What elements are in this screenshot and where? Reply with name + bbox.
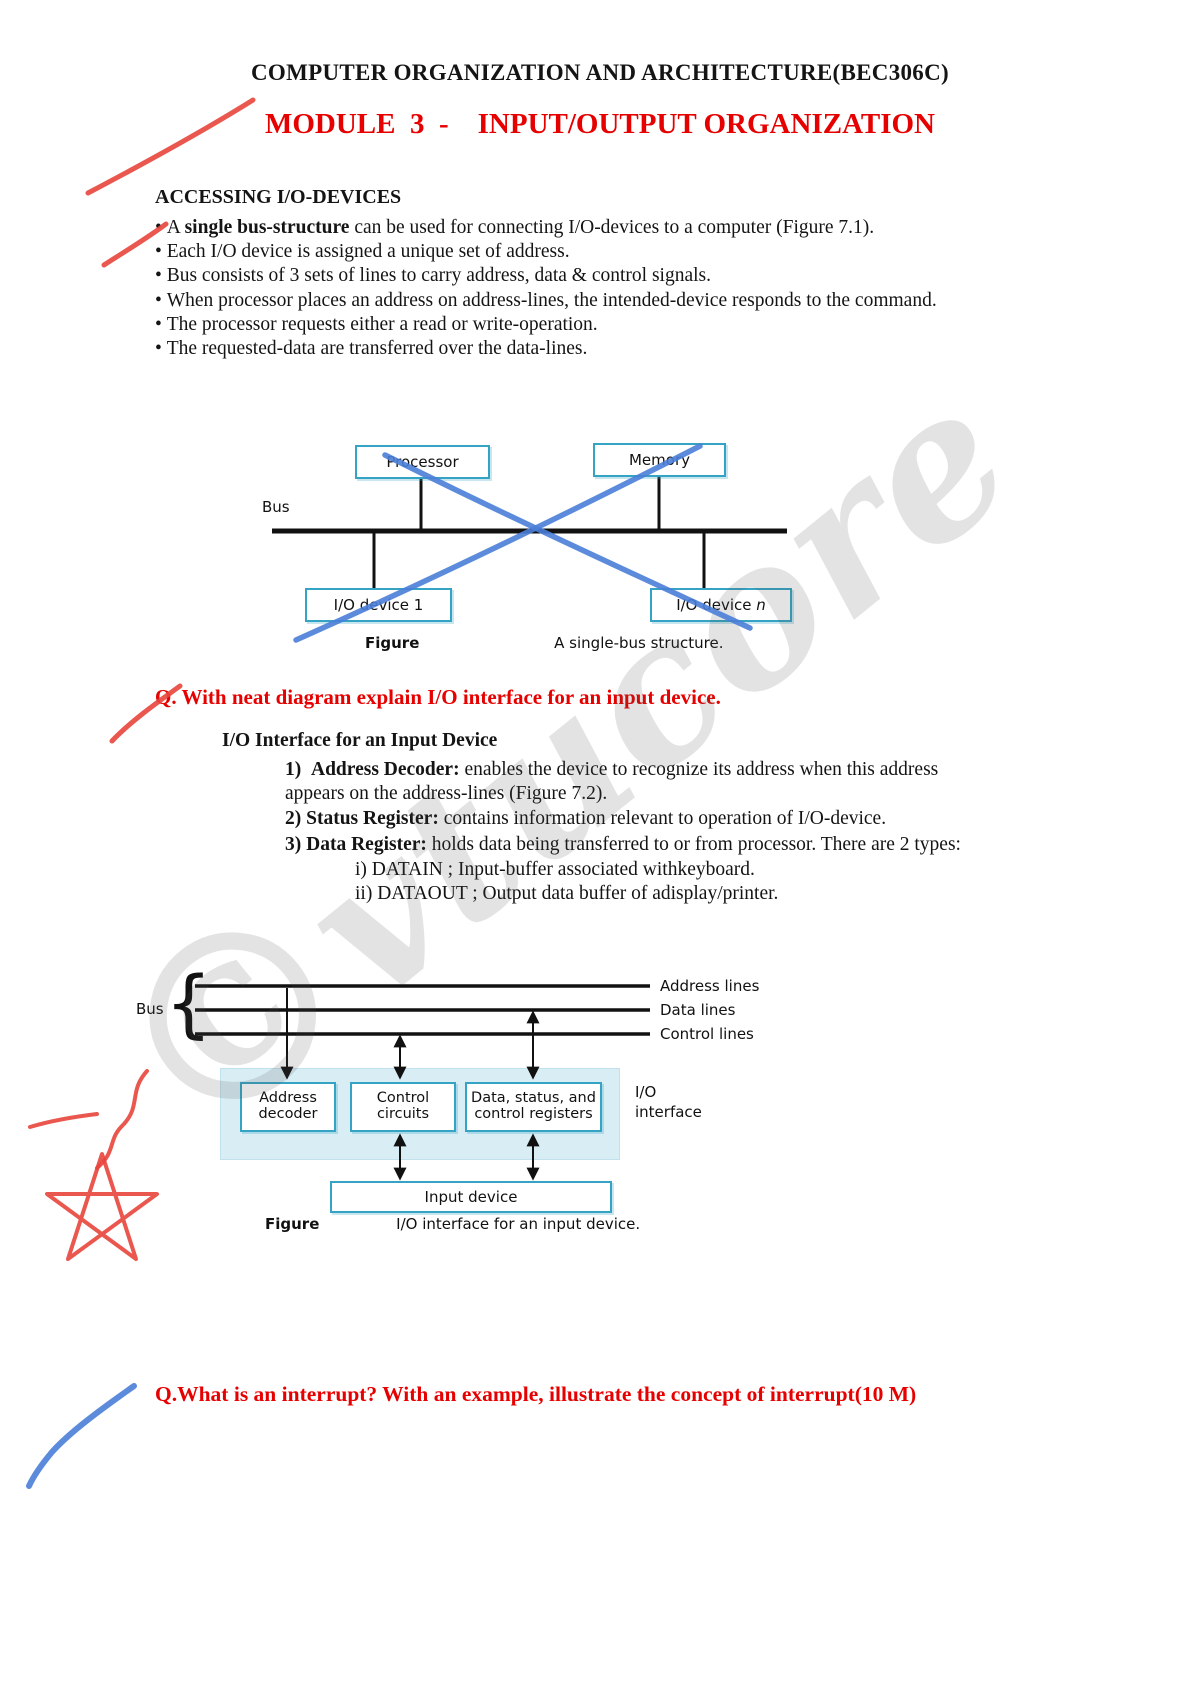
address-lines-label: Address lines: [660, 977, 760, 995]
course-title: COMPUTER ORGANIZATION AND ARCHITECTURE(B…: [251, 60, 949, 85]
io-interface-heading: I/O Interface for an Input Device: [222, 730, 498, 751]
io-device-1-box: I/O device 1: [305, 588, 452, 622]
address-decoder-box: Address decoder: [240, 1082, 336, 1132]
bus-label: Bus: [262, 498, 290, 516]
module-title: MODULE 3 - INPUT/OUTPUT ORGANIZATION: [264, 108, 935, 140]
bullet-item: A single bus-structure can be used for c…: [155, 216, 955, 239]
bullet-item: Each I/O device is assigned a unique set…: [155, 240, 955, 263]
section-io-interface: I/O Interface for an Input Device 1) Add…: [222, 730, 967, 906]
figure-io-interface: { Bus Address lines Data lines Control l…: [110, 961, 830, 1255]
numbered-item: 1) Address Decoder: enables the device t…: [285, 759, 939, 804]
accessing-heading: ACCESSING I/O-DEVICES: [155, 186, 402, 208]
memory-box: Memory: [593, 443, 726, 477]
bullet-item: The processor requests either a read or …: [155, 313, 955, 336]
figure2-caption: Figure I/O interface for an input device…: [265, 1215, 641, 1233]
io-interface-label: I/O interface: [635, 1083, 702, 1121]
section-accessing-io-devices: ACCESSING I/O-DEVICES A single bus-struc…: [155, 186, 955, 361]
input-device-box: Input device: [330, 1181, 612, 1213]
io-device-n-box: I/O device n: [650, 588, 792, 622]
numbered-item: 3) Data Register: holds data being trans…: [285, 833, 961, 855]
sub-item: i) DATAIN ; Input-buffer associated with…: [355, 859, 755, 881]
red-pen-dash: [28, 1112, 99, 1129]
data-lines-label: Data lines: [660, 1001, 736, 1019]
bullet-item: Bus consists of 3 sets of lines to carry…: [155, 264, 955, 287]
figure1-caption: Figure A single-bus structure.: [365, 634, 724, 652]
bullet-item: When processor places an address on addr…: [155, 289, 955, 312]
sub-item: ii) DATAOUT ; Output data buffer of adis…: [355, 882, 779, 904]
blue-pen-swoosh: [26, 1383, 137, 1489]
bullet-item: The requested-data are transferred over …: [155, 337, 955, 360]
figure-single-bus-structure: Processor Memory I/O device 1 I/O device…: [260, 440, 820, 675]
bus-brace: {: [165, 961, 213, 1047]
question-io-interface: Q. With neat diagram explain I/O interfa…: [155, 685, 721, 709]
registers-box: Data, status, and control registers: [465, 1082, 602, 1132]
control-circuits-box: Control circuits: [350, 1082, 456, 1132]
processor-box: Processor: [355, 445, 490, 479]
bus-label: Bus: [136, 1000, 164, 1018]
numbered-item: 2) Status Register: contains information…: [285, 808, 887, 830]
figure2-lines: [195, 984, 650, 1181]
control-lines-label: Control lines: [660, 1025, 754, 1043]
question-interrupt: Q.What is an interrupt? With an example,…: [155, 1382, 917, 1406]
